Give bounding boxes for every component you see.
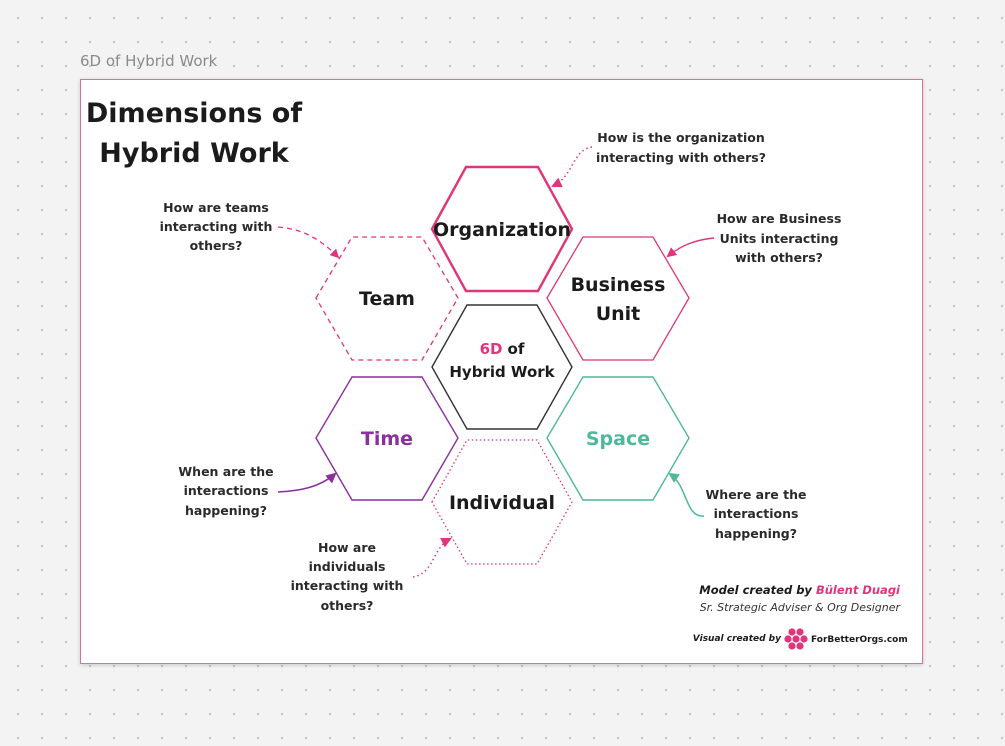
question-business-unit-line1: How are Business bbox=[717, 211, 842, 226]
question-individual-line2: individuals bbox=[309, 559, 386, 574]
arrow-space bbox=[668, 472, 705, 517]
hex-individual bbox=[431, 439, 573, 565]
arrow-business-unit bbox=[666, 237, 715, 258]
label-business-unit-line1: Business bbox=[571, 274, 666, 296]
question-space-line2: interactions bbox=[714, 506, 799, 521]
hex-business-unit bbox=[546, 236, 690, 361]
title-line-1: Dimensions of bbox=[86, 98, 302, 129]
arrow-time bbox=[277, 472, 337, 493]
credit-model-prefix: Model created by bbox=[699, 583, 812, 597]
question-team-line2: interacting with bbox=[160, 219, 273, 234]
label-space: Space bbox=[586, 428, 650, 450]
credit-model-line: Model created by Bülent Duagi bbox=[699, 583, 901, 597]
question-time-line1: When are the bbox=[178, 464, 273, 479]
forbetterorgs-logo-icon bbox=[784, 628, 808, 650]
diagram-card bbox=[80, 79, 923, 664]
hex-organization bbox=[430, 165, 574, 293]
hex-space bbox=[546, 376, 690, 501]
hex-center bbox=[431, 304, 573, 430]
center-rest: of bbox=[508, 340, 525, 358]
question-space-line3: happening? bbox=[715, 526, 797, 541]
question-business-unit-line2: Units interacting bbox=[720, 231, 839, 246]
arrow-individual bbox=[412, 538, 452, 578]
question-time-line2: interactions bbox=[184, 483, 269, 498]
credit-visual-prefix: Visual created by bbox=[693, 634, 782, 644]
question-time-line3: happening? bbox=[185, 503, 267, 518]
credit-role: Sr. Strategic Adviser & Org Designer bbox=[700, 601, 902, 614]
question-team-line1: How are teams bbox=[163, 200, 269, 215]
question-individual-line4: others? bbox=[321, 598, 374, 613]
arrow-organization bbox=[551, 146, 593, 188]
label-time: Time bbox=[361, 428, 413, 450]
question-team-line3: others? bbox=[190, 238, 243, 253]
question-individual-line1: How are bbox=[318, 540, 376, 555]
arrow-team bbox=[277, 226, 340, 259]
brand-name[interactable]: ForBetterOrgs.com bbox=[811, 635, 908, 645]
label-organization: Organization bbox=[433, 219, 571, 241]
label-business-unit-line2: Unit bbox=[596, 303, 641, 325]
title-line-2: Hybrid Work bbox=[99, 138, 290, 169]
question-space-line1: Where are the bbox=[706, 487, 807, 502]
question-individual-line3: interacting with bbox=[291, 578, 404, 593]
question-organization-line2: interacting with others? bbox=[596, 150, 766, 165]
hex-team bbox=[315, 236, 459, 361]
hex-time bbox=[315, 376, 459, 501]
credit-author: Bülent Duagi bbox=[816, 583, 901, 597]
center-label-line2: Hybrid Work bbox=[449, 363, 555, 381]
center-label-line1: 6D of bbox=[480, 340, 525, 358]
question-organization-line1: How is the organization bbox=[597, 130, 765, 145]
frame-label[interactable]: 6D of Hybrid Work bbox=[80, 52, 218, 70]
center-highlight: 6D bbox=[480, 340, 503, 358]
label-team: Team bbox=[359, 288, 415, 310]
question-business-unit-line3: with others? bbox=[735, 250, 823, 265]
label-individual: Individual bbox=[449, 492, 555, 514]
